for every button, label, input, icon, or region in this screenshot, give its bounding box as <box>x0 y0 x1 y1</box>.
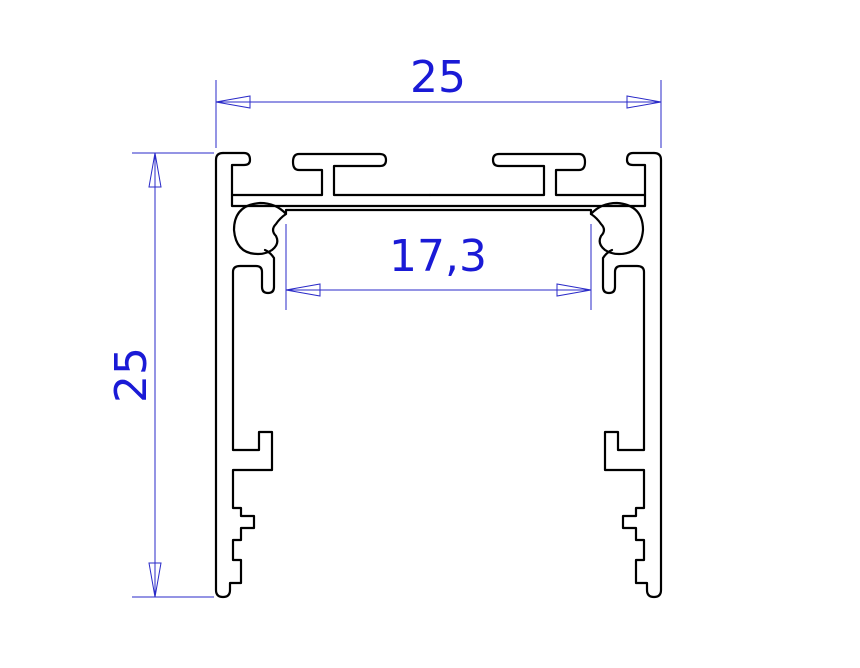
width-arrow-left <box>215 95 251 109</box>
left-screw-channel <box>232 201 593 256</box>
left-wall <box>221 151 432 197</box>
width-dim-label: 25 <box>410 52 466 103</box>
opening-arrow-right <box>556 283 592 297</box>
height-dimension: 25 <box>106 152 214 598</box>
opening-arrow-left <box>285 283 321 297</box>
profile-outline <box>214 151 663 599</box>
inner-shelf <box>230 193 647 208</box>
outer-left-wall <box>214 151 276 599</box>
width-dimension: 25 <box>215 52 662 148</box>
right-wall-top <box>428 151 656 197</box>
outer-right-wall <box>601 151 663 599</box>
opening-dim-label: 17,3 <box>389 231 487 282</box>
height-arrow-top <box>148 152 162 188</box>
height-dim-label: 25 <box>106 347 157 403</box>
height-arrow-bottom <box>148 562 162 598</box>
opening-dimension: 17,3 <box>285 224 592 310</box>
right-screw-channel <box>589 201 645 256</box>
width-arrow-right <box>626 95 662 109</box>
